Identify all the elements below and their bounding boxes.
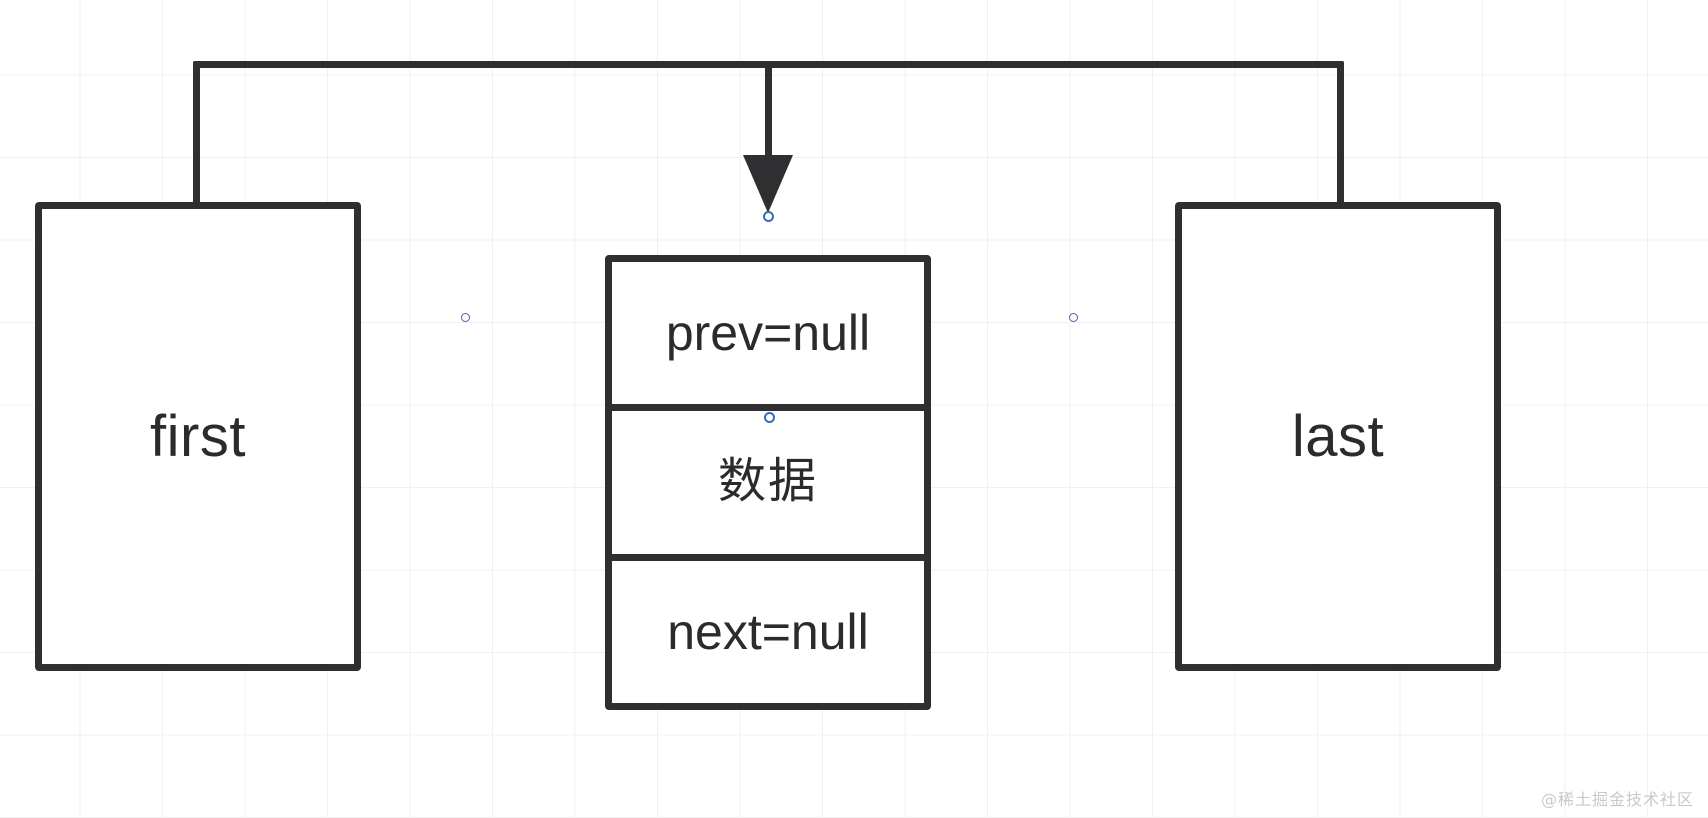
connection-point-node-top[interactable]: [763, 211, 774, 222]
node-first[interactable]: first: [35, 202, 361, 671]
connector-left-drop[interactable]: [193, 61, 200, 209]
node-cell-data[interactable]: 数据: [612, 404, 924, 553]
arrow-head-icon: [743, 155, 793, 213]
connection-point-left-free[interactable]: [461, 313, 470, 322]
node-cell-prev-label: prev=null: [665, 305, 871, 362]
node-cell-data-label: 数据: [717, 455, 818, 509]
watermark: @稀土掘金技术社区: [1540, 790, 1694, 809]
node-first-label: first: [150, 403, 246, 469]
node-cell-prev[interactable]: prev=null: [612, 262, 924, 404]
node-cell-next[interactable]: next=null: [612, 553, 924, 703]
node-cell-next-label: next=null: [667, 603, 869, 660]
node-last[interactable]: last: [1175, 202, 1501, 671]
node-list-element[interactable]: prev=null 数据 next=null: [605, 255, 931, 710]
connector-arrow-stem[interactable]: [765, 61, 772, 160]
connector-right-drop[interactable]: [1337, 61, 1344, 209]
connection-point-right-free[interactable]: [1069, 313, 1078, 322]
connection-point-node-middle[interactable]: [764, 412, 775, 423]
node-last-label: last: [1291, 403, 1385, 469]
